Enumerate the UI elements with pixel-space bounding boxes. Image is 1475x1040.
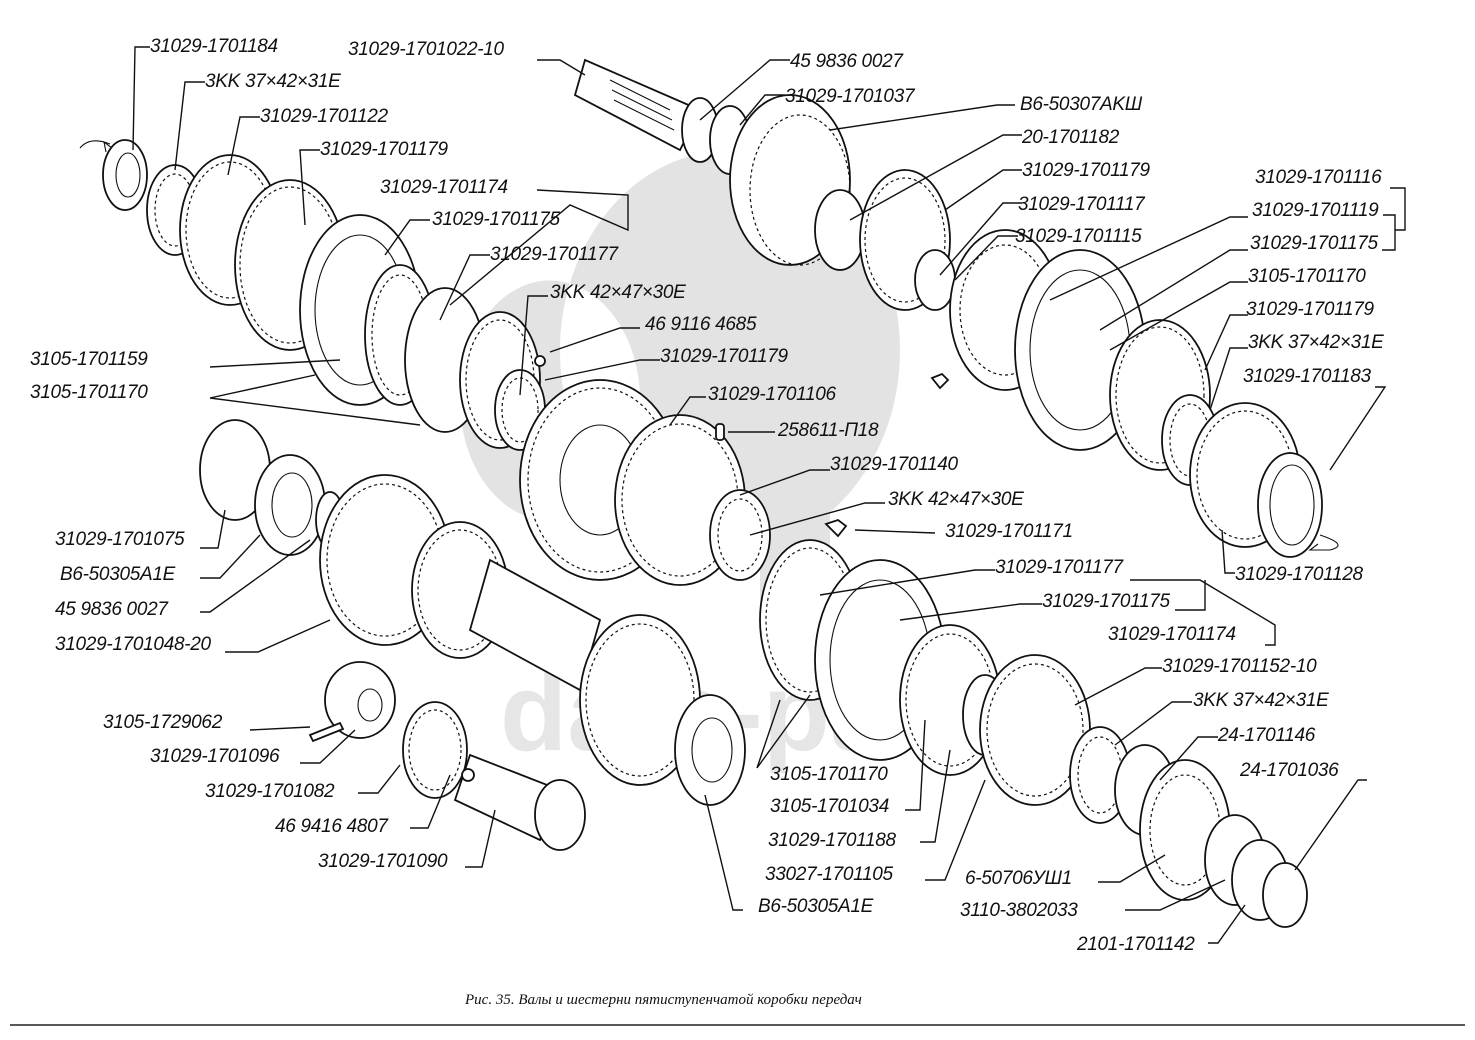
label-31029-1701152-10: 31029-1701152-10 [1162,656,1317,677]
label-3kk-42x47x30e-a: 3KK 42×47×30E [550,282,686,303]
label-31029-1701177-b: 31029-1701177 [995,557,1125,578]
input-shaft-1701022 [573,58,702,152]
label-45-9836-0027-b: 45 9836 0027 [55,599,169,620]
label-31029-1701117: 31029-1701117 [1018,194,1146,215]
spacer-1701096 [324,661,396,739]
label-31029-1701179-d: 31029-1701179 [660,346,789,367]
label-6-50706ush1: 6-50706УШ1 [965,868,1072,889]
input-shaft-assembly [573,58,1339,558]
roller-bearing-1701182 [814,189,866,271]
label-3kk-37x42x31e-b: 3KK 37×42×31E [1248,332,1384,353]
label-3kk-37x42x31e-a: 3KK 37×42×31E [205,71,341,92]
label-24-1701146: 24-1701146 [1217,725,1316,746]
bearing-50305-b [674,694,746,806]
label-31029-1701177-a: 31029-1701177 [490,244,620,265]
countershaft-assembly [199,419,746,851]
label-31029-1701174-b: 31029-1701174 [1108,624,1236,645]
label-31029-1701140: 31029-1701140 [830,454,959,475]
label-2101-1701142: 2101-1701142 [1076,934,1195,955]
label-3kk-42x47x30e-b: 3KK 42×47×30E [888,489,1024,510]
label-20-1701182: 20-1701182 [1021,127,1120,148]
label-31029-1701179-b: 31029-1701179 [1022,160,1151,181]
label-31029-1701183: 31029-1701183 [1243,366,1372,387]
label-31029-1701116: 31029-1701116 [1255,167,1382,188]
label-b6-50305a1e-b: B6-50305A1E [758,896,874,917]
label-31029-1701106: 31029-1701106 [708,384,837,405]
label-24-1701036: 24-1701036 [1239,760,1339,781]
label-31029-1701179-a: 31029-1701179 [320,139,449,160]
lower-synchro-assembly [759,539,1308,928]
label-31029-1701022-10: 31029-1701022-10 [348,39,505,60]
block-1701171-b [930,372,950,390]
pin-1729062 [308,721,345,743]
label-258611-p18: 258611-П18 [777,420,879,441]
label-3105-1701170-b: 3105-1701170 [30,382,148,403]
needle-bearing-4 [709,489,771,581]
label-33027-1701105: 33027-1701105 [765,864,894,885]
label-3110-3802033: 3110-3802033 [960,900,1078,921]
label-31029-1701175-a: 31029-1701175 [432,209,561,230]
label-46-9416-4807: 46 9416 4807 [275,816,389,837]
label-3105-1701159: 3105-1701159 [30,349,148,370]
label-31029-1701075: 31029-1701075 [55,529,185,550]
label-3105-1701170-c: 3105-1701170 [770,764,888,785]
label-3105-1729062: 3105-1729062 [103,712,223,733]
label-b6-50305a1e-a: B6-50305A1E [60,564,176,585]
figure-caption: Рис. 35. Валы и шестерни пятиступенчатой… [464,992,862,1008]
middle-gear-assembly [519,379,848,586]
label-31029-1701082: 31029-1701082 [205,781,335,802]
label-31029-1701096: 31029-1701096 [150,746,280,767]
label-31029-1701128: 31029-1701128 [1235,564,1364,585]
label-31029-1701174-a: 31029-1701174 [380,177,508,198]
ring-1701183 [1257,452,1323,558]
label-31029-1701037: 31029-1701037 [785,86,916,107]
circlip-1701036 [1262,862,1308,928]
ring-1701117 [914,249,956,311]
ball-469116 [534,355,546,367]
label-31029-1701175-b: 31029-1701175 [1250,233,1379,254]
label-31029-1701188: 31029-1701188 [768,830,897,851]
label-31029-1701171: 31029-1701171 [945,521,1073,542]
label-b6-50307akш: B6-50307AKШ [1020,94,1143,115]
part-labels: 31029-1701184 3KK 37×42×31E 31029-170112… [30,36,1384,955]
label-31029-1701115: 31029-1701115 [1015,226,1142,247]
bearing-50305-a [254,454,326,556]
label-46-9116-4685: 46 9116 4685 [645,314,757,335]
lock-ring-1701184 [102,139,148,211]
pin-258611 [715,423,725,441]
leader-lines [132,46,1406,944]
upper-left-gear-assembly [79,139,546,451]
label-31029-1701048-20: 31029-1701048-20 [55,634,212,655]
label-31029-1701175-c: 31029-1701175 [1042,591,1171,612]
label-31029-1701090: 31029-1701090 [318,851,448,872]
label-3105-1701170-a: 3105-1701170 [1248,266,1366,287]
label-31029-1701122: 31029-1701122 [260,106,389,127]
label-31029-1701119: 31029-1701119 [1252,200,1379,221]
reverse-shaft-1701090 [453,753,562,842]
block-1701171 [824,518,848,538]
label-3kk-37x42x31e-c: 3KK 37×42×31E [1193,690,1329,711]
ball-469416 [461,768,475,782]
reverse-gear-1701082 [402,701,468,799]
label-31029-1701179-c: 31029-1701179 [1246,299,1375,320]
label-3105-1701034: 3105-1701034 [770,796,889,817]
label-45-9836-0027-a: 45 9836 0027 [790,51,904,72]
label-31029-1701184: 31029-1701184 [150,36,278,57]
